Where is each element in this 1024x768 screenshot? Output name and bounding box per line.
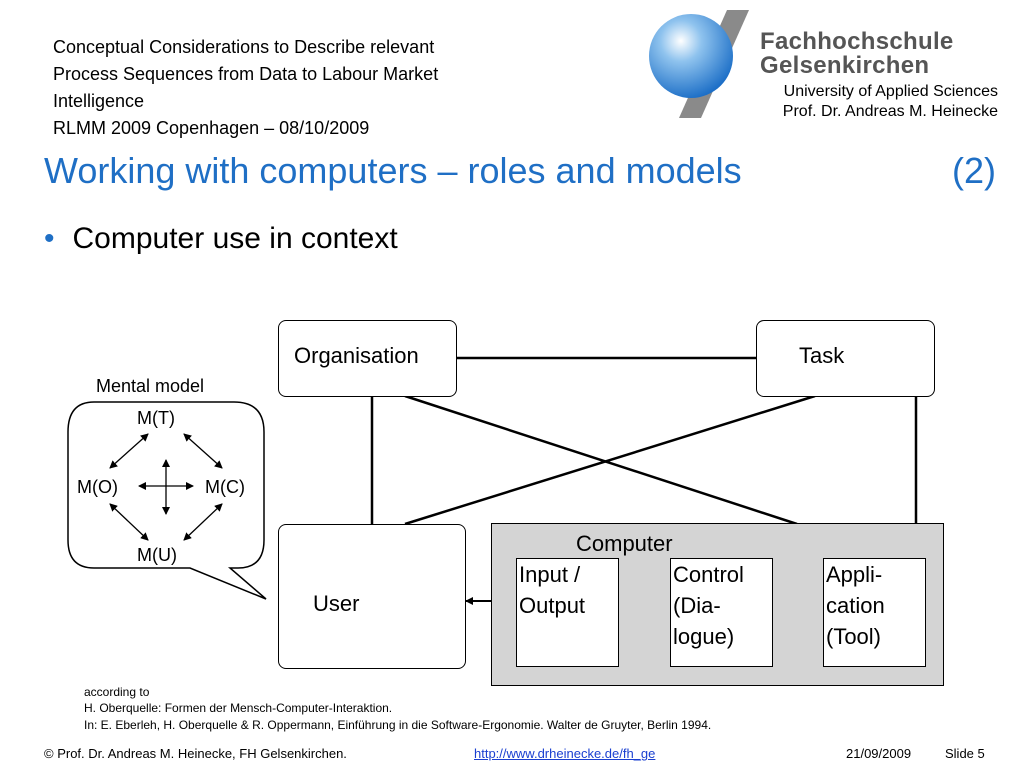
control-line-2: (Dia- (673, 593, 721, 618)
bullet-text: Computer use in context (72, 222, 398, 255)
university-info: University of Applied Sciences Prof. Dr.… (783, 82, 998, 122)
computer-label: Computer (576, 531, 673, 556)
logo-sphere-icon (649, 10, 749, 118)
footer-url-link[interactable]: http://www.drheinecke.de/fh_ge (474, 746, 656, 761)
control-line-1: Control (673, 562, 744, 587)
organisation-box: Organisation (278, 320, 457, 397)
task-box: Task (756, 320, 935, 397)
task-label: Task (799, 343, 845, 368)
model-task: M(T) (137, 408, 175, 428)
model-computer: M(C) (205, 477, 245, 497)
input-output-box: Input / Output (516, 558, 619, 667)
header-line-3: Intelligence (53, 91, 145, 111)
logo-line-1: Fachhochschule (760, 28, 954, 55)
model-user: M(U) (137, 545, 177, 565)
io-line-1: Input / (519, 562, 581, 587)
footer-date: 21/09/2009 (846, 746, 912, 761)
header-line-1: Conceptual Considerations to Describe re… (53, 37, 435, 57)
organisation-label: Organisation (294, 343, 419, 368)
control-dialogue-box: Control (Dia- logue) (670, 558, 773, 667)
footer-copyright: © Prof. Dr. Andreas M. Heinecke, FH Gels… (44, 746, 347, 761)
slide-title: Working with computers – roles and model… (44, 150, 742, 191)
header-line-2: Process Sequences from Data to Labour Ma… (53, 64, 439, 84)
app-line-3: (Tool) (826, 624, 882, 649)
control-line-3: logue) (673, 624, 735, 649)
university-name: University of Applied Sciences (783, 83, 998, 100)
footer-slide-number: Slide 5 (945, 746, 985, 761)
user-box: User (278, 524, 466, 669)
app-line-1: Appli- (826, 562, 883, 587)
header-line-4: RLMM 2009 Copenhagen – 08/10/2009 (53, 118, 370, 138)
user-label: User (313, 591, 360, 616)
slide-title-number: (2) (952, 150, 996, 191)
reference-line-1: according to (84, 685, 150, 699)
application-tool-box: Appli- cation (Tool) (823, 558, 926, 667)
bullet-dot: • (44, 222, 55, 255)
footer-link-wrapper: http://www.drheinecke.de/fh_ge (474, 746, 655, 761)
logo-line-2: Gelsenkirchen (760, 52, 930, 79)
io-line-2: Output (519, 593, 586, 618)
reference-line-2: H. Oberquelle: Formen der Mensch-Compute… (84, 701, 393, 715)
reference-line-3: In: E. Eberleh, H. Oberquelle & R. Opper… (84, 718, 712, 732)
mental-model-label: Mental model (96, 376, 205, 396)
professor-name: Prof. Dr. Andreas M. Heinecke (782, 103, 998, 120)
model-organisation: M(O) (77, 477, 118, 497)
bullet-item: • Computer use in context (44, 222, 398, 256)
app-line-2: cation (826, 593, 885, 618)
